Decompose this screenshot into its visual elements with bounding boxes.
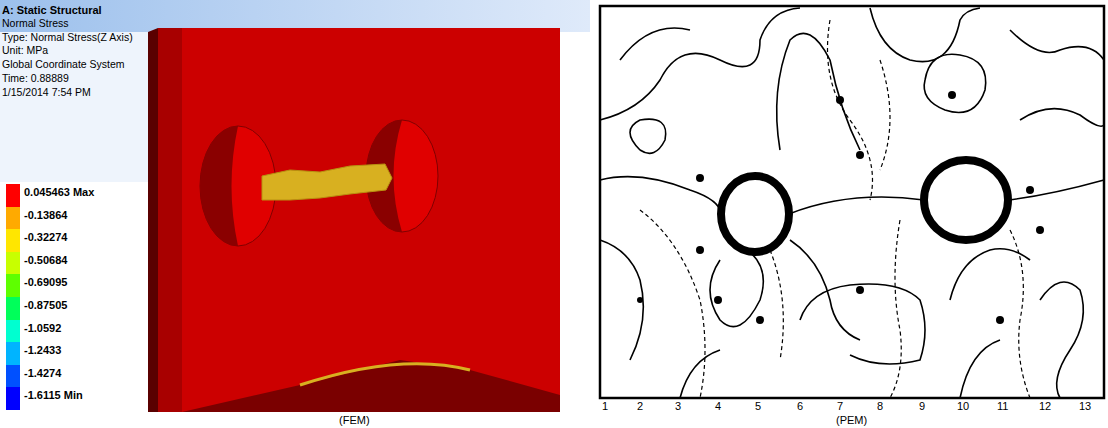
dashed-fringes [640,20,1030,398]
block-edge [148,28,158,412]
legend-value: -0.50684 [24,254,67,267]
hole-left [721,176,789,252]
legend-value: -0.87505 [24,299,67,312]
station-number: 9 [919,400,925,413]
result-info: Time: 0.88889 [2,72,69,84]
hole-right [924,160,1008,240]
legend-value: -1.2433 [24,344,61,357]
legend-swatch [6,320,20,343]
station-number: 1 [602,400,608,413]
station-number: 13 [1079,400,1091,413]
result-info: Normal Stress [2,17,69,29]
stress-band [262,164,392,200]
hole-left-shade [200,126,238,246]
result-info: 1/15/2014 7:54 PM [2,86,91,98]
header-band [0,0,590,32]
specimen-frame [600,6,1104,398]
station-number: 5 [755,400,761,413]
fringe-dots [637,91,1044,324]
station-number: 8 [877,400,883,413]
fringe-lines [600,8,1104,398]
figure-caption: (FEM) [339,414,370,427]
station-number: 2 [637,400,643,413]
station-number: 10 [957,400,969,413]
bottom-face [182,360,560,412]
legend-swatch [6,387,20,410]
block-face [158,28,560,412]
bottom-stress [300,364,470,385]
legend-value: -1.6115 Min [24,389,83,402]
legend-swatch [6,229,20,252]
station-number: 7 [837,400,843,413]
legend-swatch [6,365,20,388]
legend-value: 0.045463 Max [24,186,94,199]
legend-value: -0.32274 [24,231,67,244]
station-number: 12 [1039,400,1051,413]
station-number: 4 [715,400,721,413]
station-number: 6 [797,400,803,413]
legend-swatch [6,297,20,320]
station-number: 3 [675,400,681,413]
legend-value: -1.0592 [24,322,61,335]
legend-swatch [6,274,20,297]
legend-swatch [6,342,20,365]
legend-value: -0.13864 [24,209,67,222]
analysis-title: A: Static Structural [2,4,102,17]
result-info: Unit: MPa [2,44,48,56]
result-info: Global Coordinate System [2,58,125,70]
figure-caption: (PEM) [836,414,867,427]
legend-swatch [6,184,20,207]
station-number: 11 [997,400,1008,413]
legend-swatch [6,252,20,275]
block-side [158,28,182,412]
legend-value: -1.4274 [24,367,61,380]
legend-swatch [6,207,20,230]
legend-value: -0.69095 [24,276,67,289]
result-info: Type: Normal Stress(Z Axis) [2,31,133,43]
header-panel [0,32,148,182]
